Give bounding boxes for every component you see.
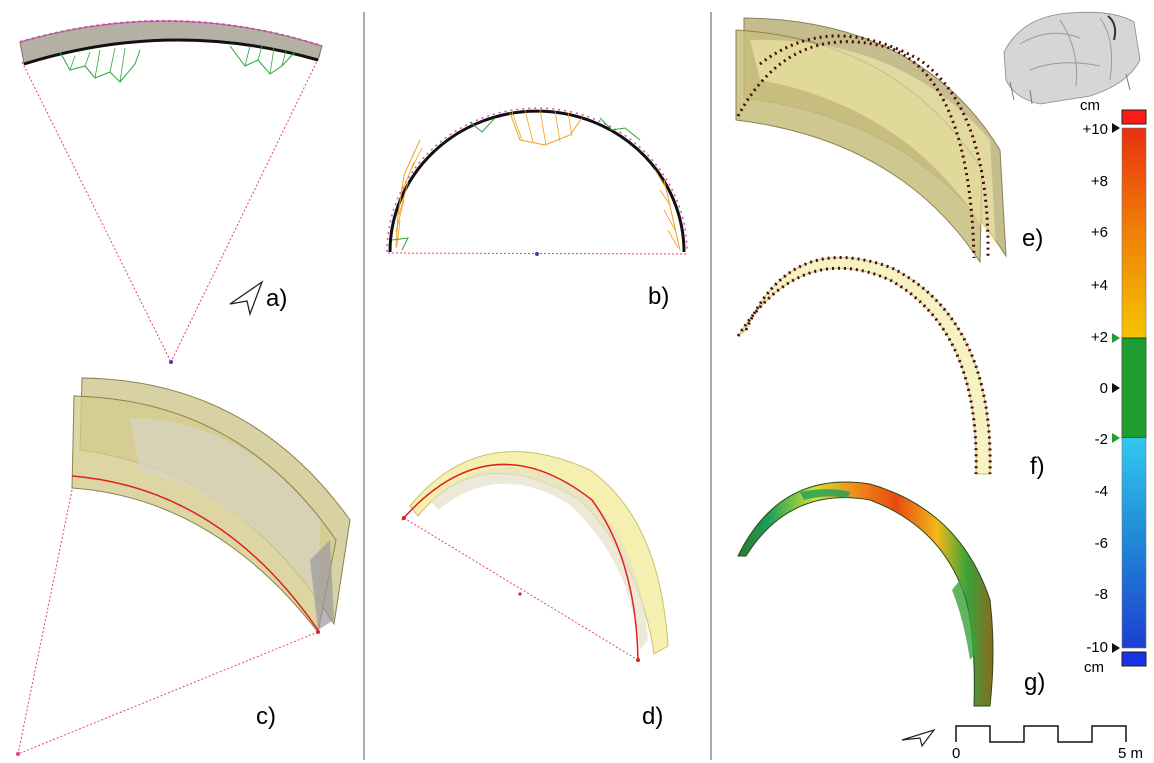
scale-bar: 0 5 m (901, 725, 1143, 762)
panel-label-d: d) (642, 703, 663, 730)
colorbar-tick: +4 (1091, 277, 1108, 294)
colorbar-over-swatch (1121, 109, 1147, 125)
panel-label-c: c) (256, 703, 276, 730)
colorbar-tick: -8 (1095, 586, 1108, 603)
colorbar: cm +10 +8 +6 +4 +2 0 -2 -4 -6 -8 -10 cm (1080, 97, 1147, 676)
colorbar-tick: +10 (1083, 121, 1108, 138)
panel-label-g: g) (1024, 669, 1045, 696)
panel-label-e: e) (1022, 225, 1043, 252)
panel-e: e) (735, 17, 1043, 264)
church-model-thumbnail (1003, 11, 1141, 105)
panel-label-a: a) (266, 285, 287, 312)
panel-a: a) (19, 20, 323, 364)
north-arrow-icon (901, 728, 936, 748)
scale-bar-end-label: 5 m (1118, 745, 1143, 762)
colorbar-tick: -10 (1086, 639, 1108, 656)
deviation-map-arc (737, 481, 994, 707)
colorbar-tick: -6 (1095, 535, 1108, 552)
colorbar-tick: 0 (1100, 380, 1108, 397)
colorbar-tick: +2 (1091, 329, 1108, 346)
colorbar-under-swatch (1121, 651, 1147, 667)
scale-bar-start-label: 0 (952, 745, 960, 762)
colorbar-tolerance-band (1121, 337, 1147, 439)
colorbar-tick: +8 (1091, 173, 1108, 190)
colorbar-unit-top: cm (1080, 97, 1100, 114)
north-arrow-icon (229, 280, 264, 317)
colorbar-tick: -2 (1095, 431, 1108, 448)
panel-c: c) (16, 377, 351, 756)
panel-label-b: b) (648, 283, 669, 310)
panel-label-f: f) (1030, 453, 1045, 480)
colorbar-unit-bottom: cm (1084, 659, 1104, 676)
panel-f: f) (736, 256, 1045, 480)
colorbar-tick: +6 (1091, 224, 1108, 241)
panel-b: b) (386, 107, 688, 310)
colorbar-tick: -4 (1095, 483, 1108, 500)
panel-g: g) (737, 481, 1045, 707)
panel-d: d) (401, 451, 669, 730)
